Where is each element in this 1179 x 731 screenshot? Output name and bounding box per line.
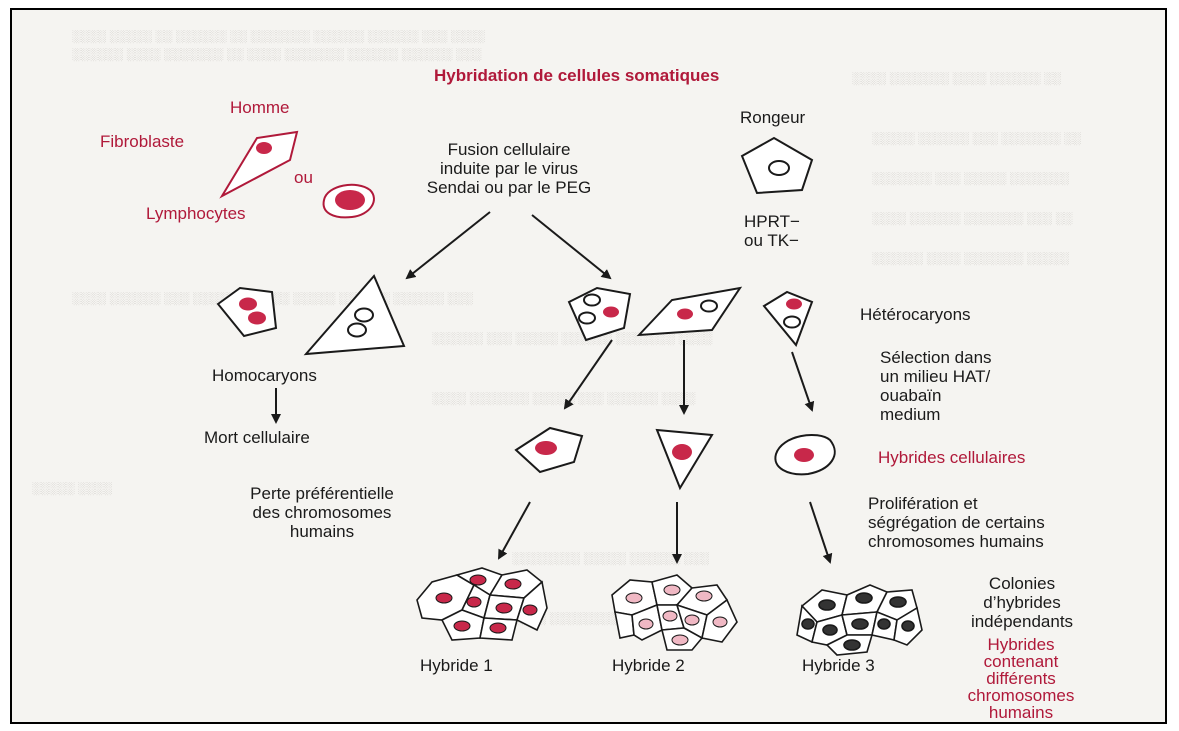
arrow-to-hybride-3 — [810, 502, 830, 562]
arrow-to-heterocaryons — [532, 215, 610, 278]
label-hybride-2: Hybride 2 — [612, 656, 685, 675]
arrow-selection-3 — [792, 352, 812, 410]
label-hybride-3: Hybride 3 — [802, 656, 875, 675]
hybrid-cell-2 — [657, 430, 712, 488]
containing-line-5: humains — [962, 704, 1080, 721]
label-fibroblaste: Fibroblaste — [100, 132, 184, 151]
hybrid-cell-3 — [775, 435, 834, 474]
homocaryon-large — [306, 276, 404, 354]
selection-line-3: ouabaïn — [880, 386, 992, 405]
heterocaryon-1 — [569, 288, 630, 340]
colony-hybride-1 — [417, 568, 547, 640]
selection-line-2: un milieu HAT/ — [880, 367, 992, 386]
containing-line-3: différents — [962, 670, 1080, 687]
loss-line-3: humains — [232, 522, 412, 541]
proliferation-line-2: ségrégation de certains — [868, 513, 1045, 532]
fusion-line-3: Sendai ou par le PEG — [404, 178, 614, 197]
homocaryon-small — [218, 288, 276, 336]
selection-text: Sélection dans un milieu HAT/ ouabaïn me… — [880, 348, 992, 424]
label-hybrides-cellulaires: Hybrides cellulaires — [878, 448, 1025, 467]
heterocaryon-3 — [764, 292, 812, 345]
colonies-line-1: Colonies — [954, 574, 1090, 593]
diagram-page: ░░░░ ░░░░░ ░░ ░░░░░░ ░░ ░░░░░░░ ░░░░░░ ░… — [10, 8, 1167, 724]
proliferation-line-3: chromosomes humains — [868, 532, 1045, 551]
label-rongeur: Rongeur — [740, 108, 805, 127]
label-hybride-1: Hybride 1 — [420, 656, 493, 675]
label-heterocaryons: Hétérocaryons — [860, 305, 971, 324]
rodent-cell — [742, 138, 812, 193]
containing-line-1: Hybrides — [962, 636, 1080, 653]
heterocaryon-2 — [639, 288, 740, 335]
selection-line-1: Sélection dans — [880, 348, 992, 367]
arrow-to-hybride-1 — [499, 502, 530, 558]
arrow-selection-1 — [565, 340, 612, 408]
fibroblast-cell — [222, 132, 297, 196]
colonies-line-2: d’hybrides — [954, 593, 1090, 612]
fusion-line-2: induite par le virus — [404, 159, 614, 178]
marker-hprt: HPRT− — [744, 212, 800, 231]
colonies-text: Colonies d’hybrides indépendants — [954, 574, 1090, 631]
containing-line-2: contenant — [962, 653, 1080, 670]
lymphocyte-cell — [324, 185, 374, 218]
hybrid-cell-1 — [516, 428, 582, 472]
label-mort-cellulaire: Mort cellulaire — [204, 428, 310, 447]
colony-hybride-3 — [797, 585, 922, 655]
label-ou: ou — [294, 168, 313, 187]
selection-line-4: medium — [880, 405, 992, 424]
marker-tk: ou TK− — [744, 231, 800, 250]
fusion-text: Fusion cellulaire induite par le virus S… — [404, 140, 614, 197]
loss-text: Perte préférentielle des chromosomes hum… — [232, 484, 412, 541]
fusion-line-1: Fusion cellulaire — [404, 140, 614, 159]
label-lymphocytes: Lymphocytes — [146, 204, 246, 223]
colony-hybride-2 — [612, 575, 737, 650]
proliferation-text: Prolifération et ségrégation de certains… — [868, 494, 1045, 551]
label-homme: Homme — [230, 98, 290, 117]
loss-line-2: des chromosomes — [232, 503, 412, 522]
arrow-to-homocaryons — [407, 212, 490, 278]
colonies-line-3: indépendants — [954, 612, 1090, 631]
diagram-title: Hybridation de cellules somatiques — [434, 66, 719, 85]
loss-line-1: Perte préférentielle — [232, 484, 412, 503]
label-homocaryons: Homocaryons — [212, 366, 317, 385]
rodent-markers: HPRT− ou TK− — [744, 212, 800, 250]
containing-text: Hybrides contenant différents chromosome… — [962, 636, 1080, 721]
proliferation-line-1: Prolifération et — [868, 494, 1045, 513]
containing-line-4: chromosomes — [962, 687, 1080, 704]
